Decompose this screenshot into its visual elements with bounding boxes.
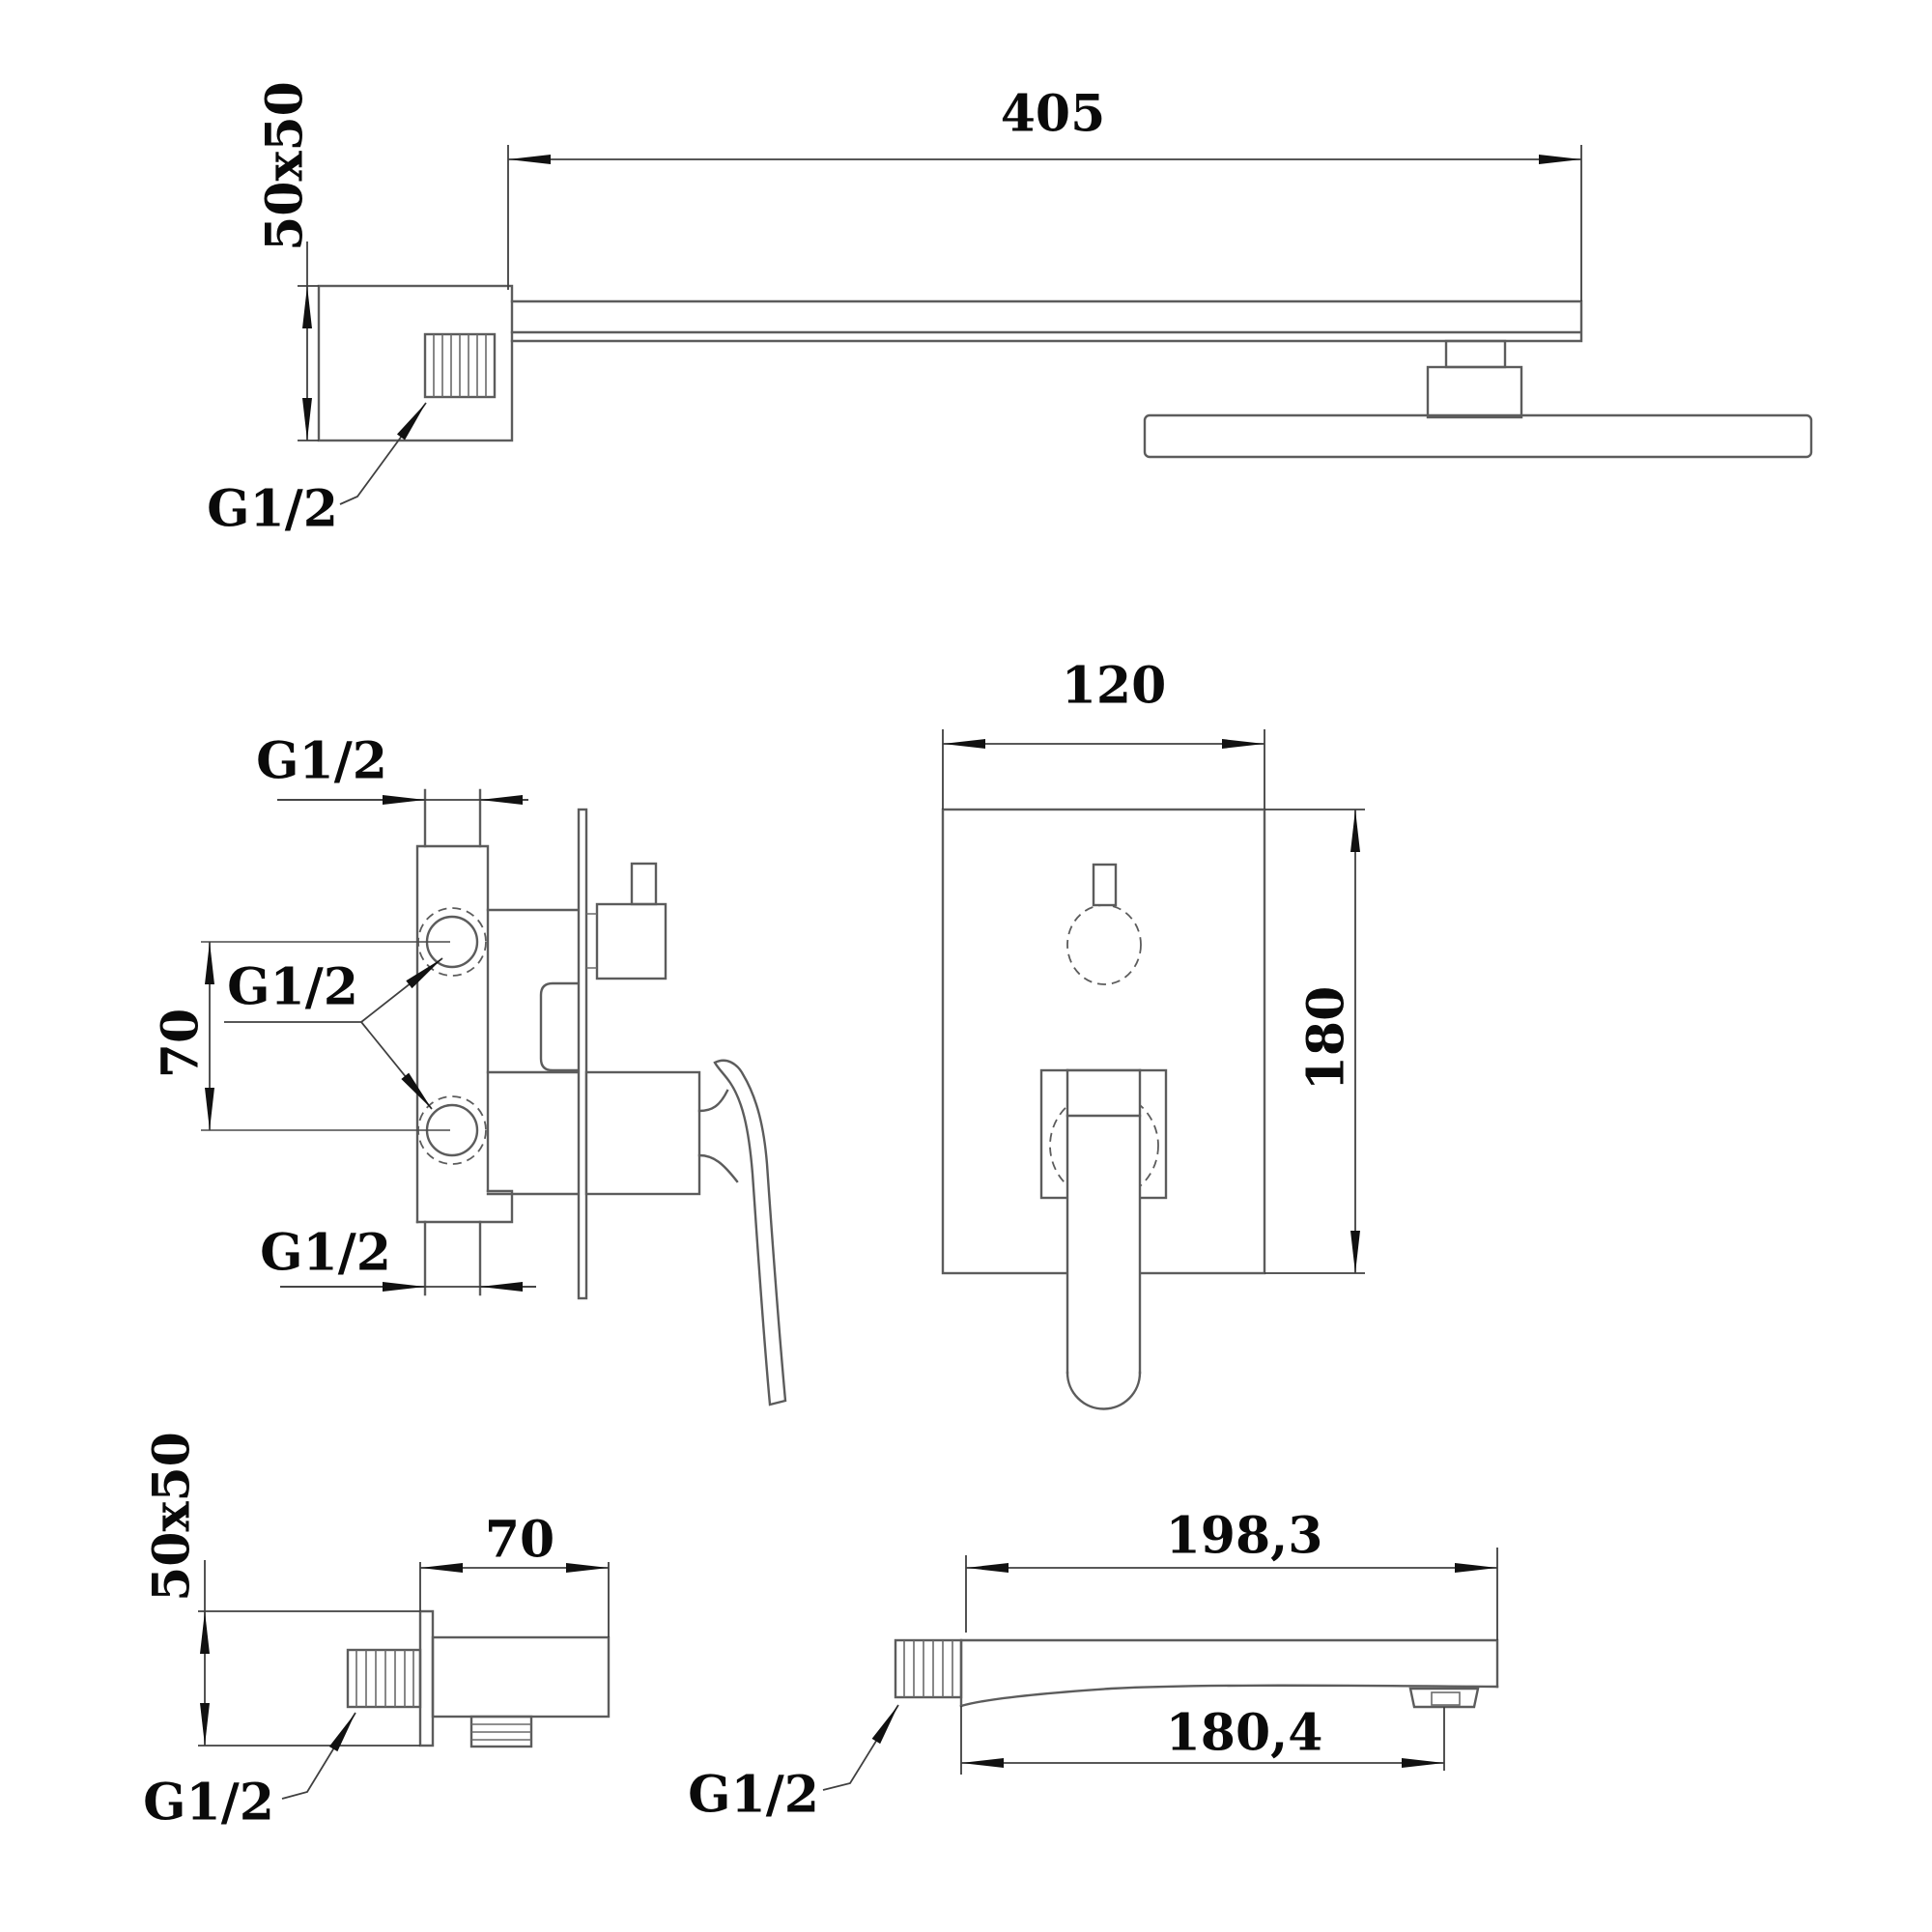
label-g12-outlet: G1/2: [143, 1774, 274, 1833]
head-connector-large: [1426, 365, 1523, 419]
dim-g12-bottom: G1/2: [260, 1224, 536, 1292]
dim-198-3: 198,3: [965, 1507, 1498, 1640]
valve-stop-block: [539, 981, 581, 1072]
valve-body: [415, 788, 581, 1296]
view-mixer-valve-front: 120 180: [941, 657, 1365, 1410]
outlet-hose-port: [469, 1715, 533, 1748]
leader-g12-outlet: G1/2: [143, 1712, 356, 1833]
label-g12-ports: G1/2: [227, 958, 358, 1017]
label-g12-arm: G1/2: [207, 480, 338, 539]
spout-thread-block: [894, 1638, 963, 1699]
label-g12-top: G1/2: [256, 732, 387, 791]
dim-405-label: 405: [1001, 85, 1106, 144]
leader-g12-arm: G1/2: [207, 402, 427, 539]
dim-50x50-outlet: 50x50: [143, 1432, 420, 1747]
spout-aerator: [1408, 1687, 1480, 1709]
outlet-thread-block: [346, 1648, 422, 1709]
leader-g12-spout: G1/2: [688, 1704, 899, 1825]
valve-handle: [584, 1059, 787, 1406]
dim-180: 180: [1264, 809, 1365, 1274]
arm-bar: [510, 299, 1583, 343]
leader-g12-ports: G1/2: [224, 957, 443, 1110]
dim-70-ports: 70: [152, 942, 214, 1130]
dim-405: 405: [507, 85, 1582, 301]
dim-120: 120: [942, 657, 1265, 810]
dim-180-4-label: 180,4: [1166, 1704, 1323, 1763]
dim-198-3-label: 198,3: [1166, 1507, 1323, 1566]
dim-50x50-outlet-label: 50x50: [143, 1432, 202, 1602]
dim-70-ports-label: 70: [152, 1009, 211, 1078]
dim-180-4: 180,4: [960, 1704, 1445, 1775]
view-mixer-valve-side: G1/2 G1/2 70 G1/2: [152, 732, 787, 1406]
outlet-body: [431, 1635, 611, 1719]
dim-g12-top: G1/2: [256, 732, 528, 805]
dim-50x50-arm: 50x50: [256, 81, 319, 441]
diverter-knob: [1066, 863, 1142, 985]
view-wall-outlet: 50x50 70 G1/2: [143, 1432, 611, 1833]
valve-base-lines: [486, 1070, 588, 1196]
dim-120-label: 120: [1062, 657, 1167, 716]
valve-port-circles: [201, 907, 487, 1165]
view-shower-arm-side: 405 50x50 G1/2: [207, 81, 1813, 539]
arm-thread-block: [423, 332, 497, 399]
head-connector-small: [1444, 339, 1507, 369]
outlet-plate: [418, 1609, 435, 1747]
spout-body: [959, 1638, 1499, 1708]
dim-50x50-arm-label: 50x50: [256, 81, 315, 251]
rain-head: [1143, 413, 1813, 459]
dim-70-outlet-label: 70: [485, 1511, 554, 1570]
valve-escutcheon-plate: [577, 808, 588, 1300]
label-g12-bottom: G1/2: [260, 1224, 391, 1283]
arm-wall-plate: [317, 284, 514, 442]
handle-front: [1039, 1068, 1168, 1410]
dim-180-label: 180: [1297, 986, 1356, 1092]
view-tub-spout: 198,3 180,4 G1/2: [688, 1507, 1499, 1825]
label-g12-spout: G1/2: [688, 1766, 819, 1825]
dim-70-outlet: 70: [419, 1511, 610, 1637]
valve-cartridge: [586, 862, 668, 980]
